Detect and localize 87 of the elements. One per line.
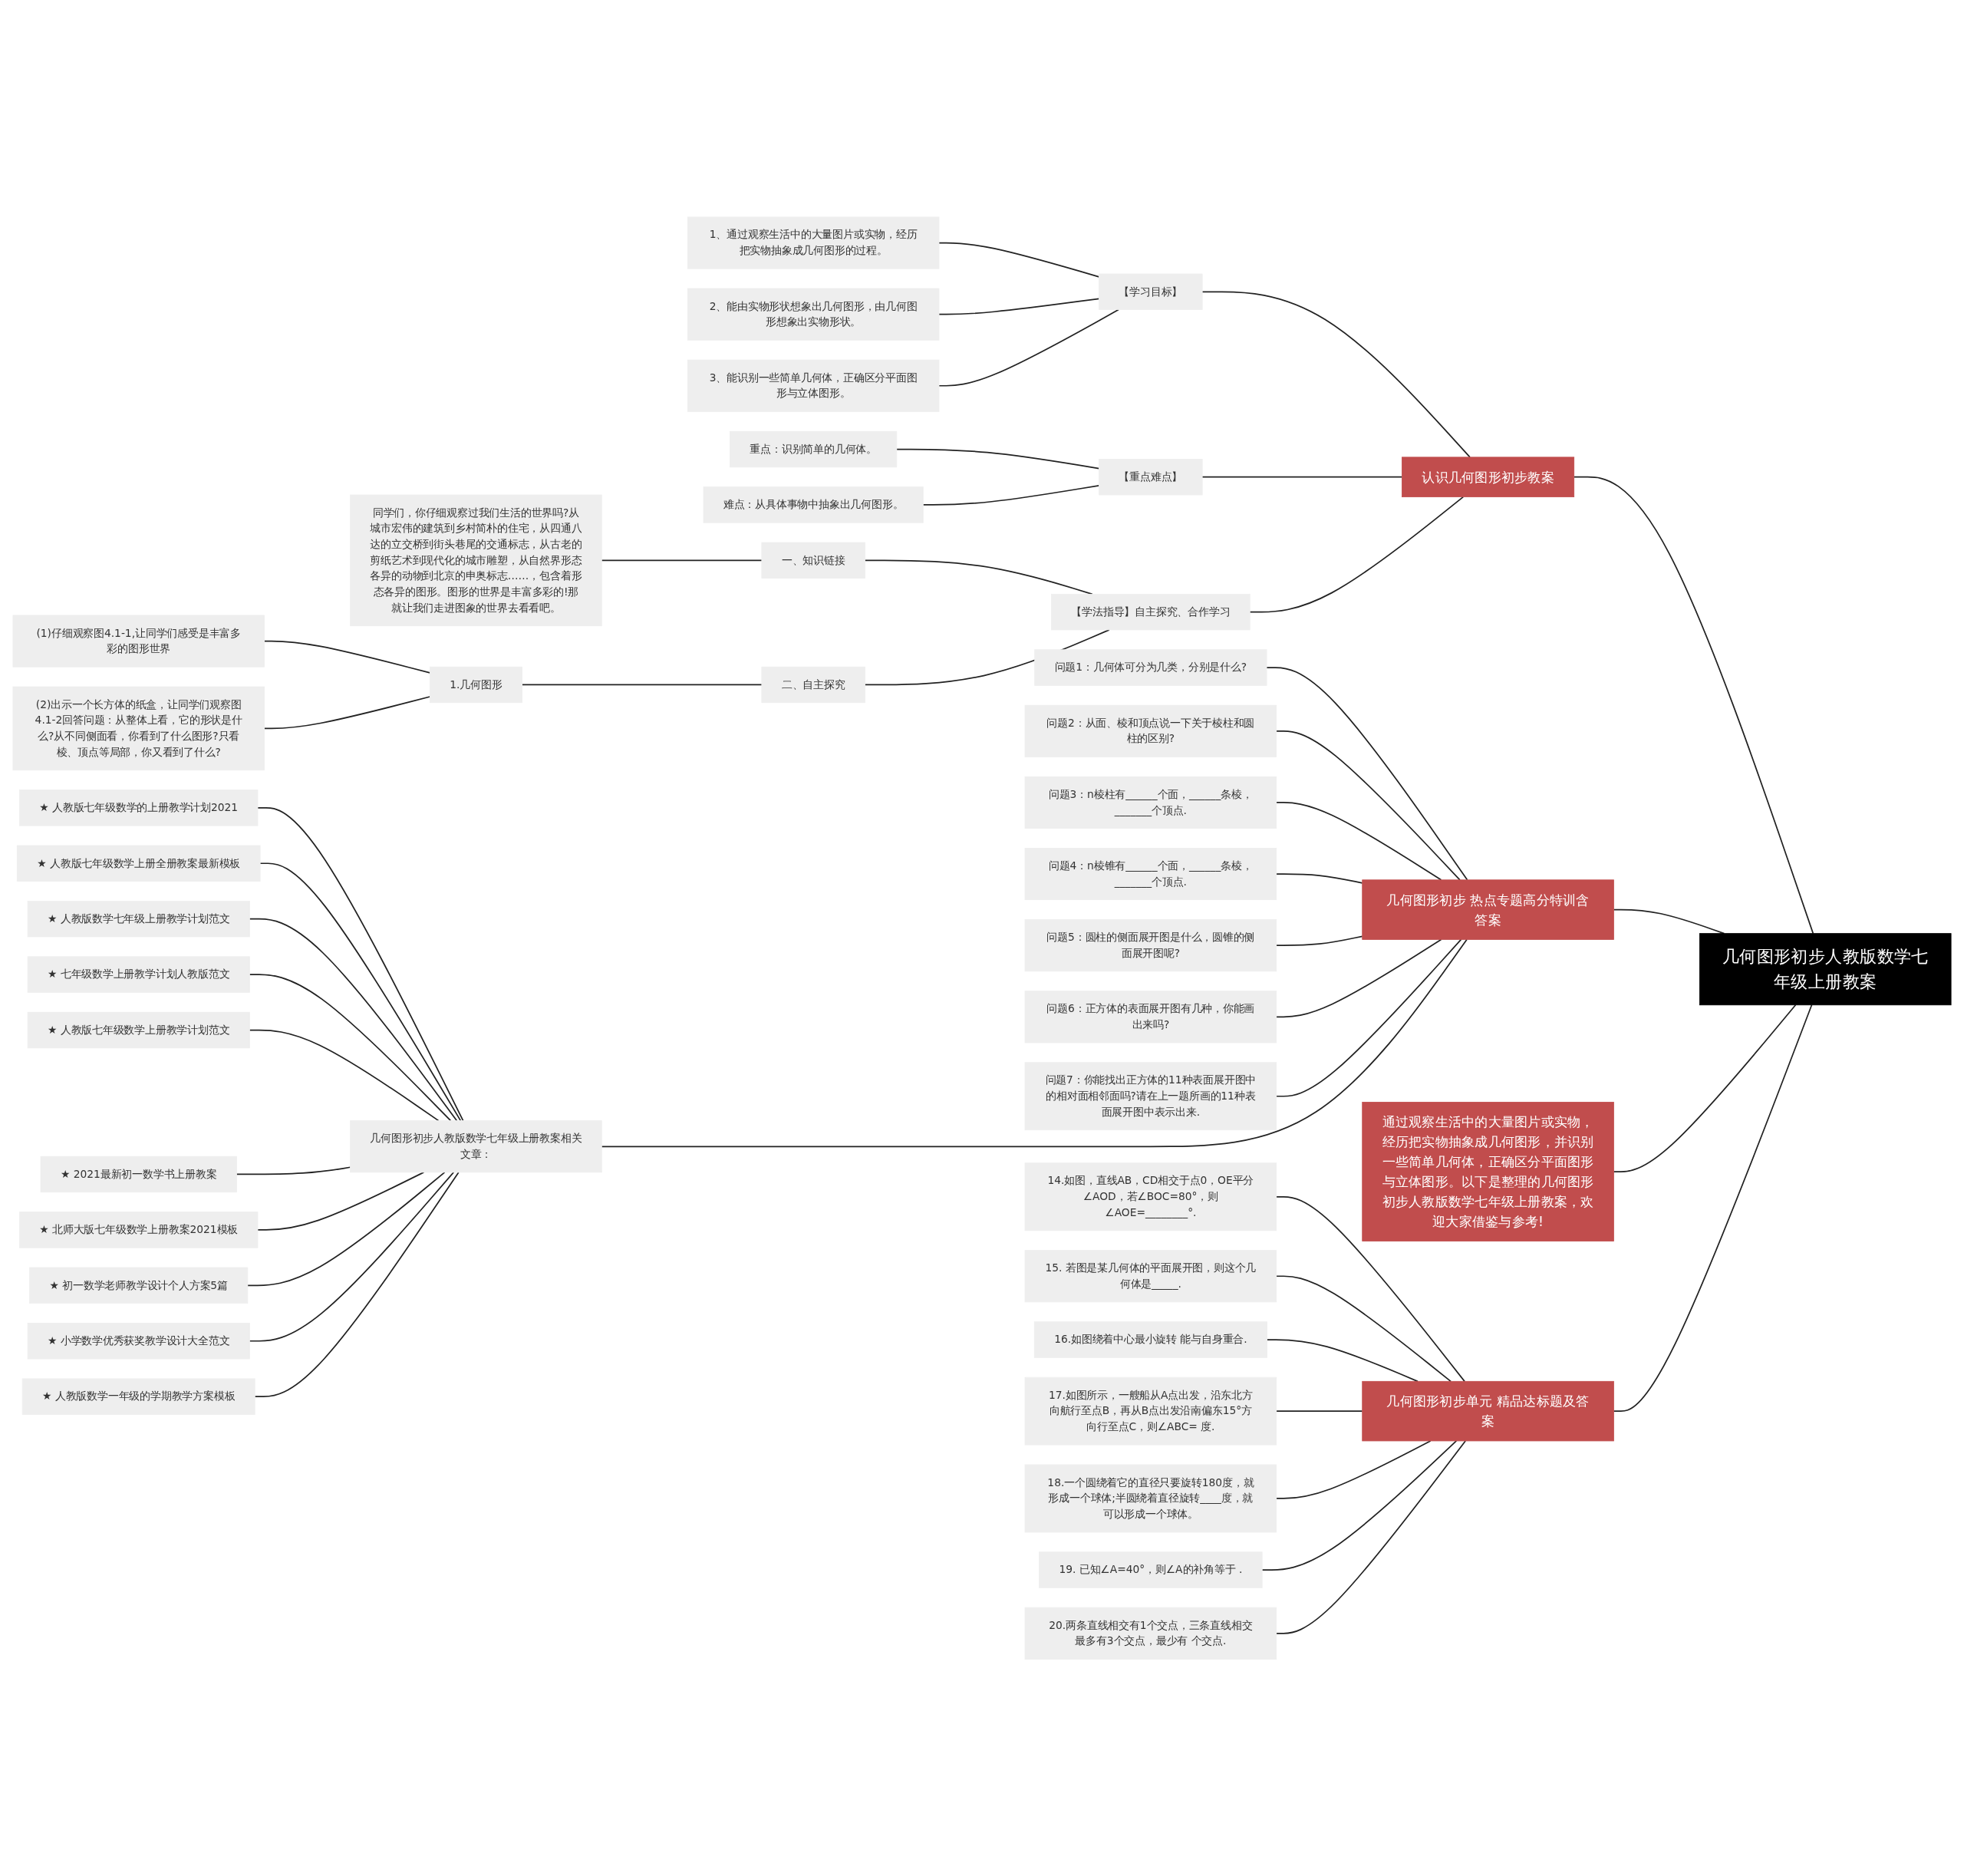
connector bbox=[895, 448, 1100, 470]
connector bbox=[263, 640, 431, 674]
node-box: ★ 七年级数学上册教学计划人教版范文 bbox=[27, 956, 250, 993]
connector bbox=[1261, 1439, 1458, 1571]
node-box: 同学们，你仔细观察过我们生活的世界吗?从城市宏伟的建筑到乡村简朴的住宅，从四通八达的立交桥到街头巷尾的交通标志，从古老的剪纸艺术到现代化的城市雕塑，从自然界形态各异的动物到北京的申奥标志……，包含着形态各异的图形。图形的世界是丰富多彩的!那就让我们走进图象的世界去看看吧。 bbox=[350, 494, 602, 626]
connector bbox=[1201, 291, 1471, 458]
node-box: ★ 北师大版七年级数学上册教案2021模板 bbox=[19, 1212, 259, 1248]
connector bbox=[254, 1171, 460, 1397]
node-box: (2)出示一个长方体的纸盒，让同学们观察图4.1-2回答问题：从整体上看，它的形状是什么?从不同侧面看，你看到了什么图形?只看棱、顶点等局部，你又看到了什么? bbox=[12, 686, 265, 770]
connector bbox=[1201, 476, 1403, 478]
node-box: 认识几何图形初步教案 bbox=[1402, 457, 1575, 497]
node-box: 【重点难点】 bbox=[1099, 458, 1203, 496]
node-box: 重点：识别简单的几何体。 bbox=[730, 430, 898, 468]
connector bbox=[1613, 1004, 1797, 1172]
node-box: 一、知识链接 bbox=[761, 542, 865, 579]
connector bbox=[1275, 1439, 1466, 1634]
node-box: ★ 人教版七年级数学上册教学计划范文 bbox=[27, 1011, 250, 1049]
connector bbox=[922, 484, 1100, 506]
connector bbox=[1275, 1195, 1465, 1382]
connector bbox=[521, 684, 763, 686]
connector bbox=[259, 862, 462, 1122]
node-box: 17.如图所示，一艘船从A点出发，沿东北方向航行至点B，再从B点出发沿南偏东15°方向行至点C，则∠ABC= 度. bbox=[1024, 1377, 1277, 1446]
connector bbox=[601, 938, 1468, 1147]
connector bbox=[1613, 1004, 1813, 1412]
connector bbox=[1613, 908, 1725, 935]
connector bbox=[1275, 938, 1442, 1017]
node-box: ★ 初一数学老师教学设计个人方案5篇 bbox=[29, 1267, 249, 1304]
node-box: 【学法指导】自主探究、合作学习 bbox=[1051, 593, 1251, 631]
node-box: 问题5：圆柱的侧面展开图是什么，圆锥的侧面展开图呢? bbox=[1024, 918, 1277, 972]
node-box: 问题7：你能找出正方体的11种表面展开图中的相对面相邻面吗?请在上一题所画的11种表面展开图中表示出来. bbox=[1024, 1062, 1277, 1130]
node-box: 通过观察生活中的大量图片或实物，经历把实物抽象成几何图形，并识别一些简单几何体，正确区分平面图形与立体图形。以下是整理的几何图形初步人教版数学七年级上册教案，欢迎大家借鉴与参考! bbox=[1362, 1101, 1614, 1241]
node-box: 二、自主探究 bbox=[761, 666, 865, 703]
node-box: 几何图形初步人教版数学七年级上册教案相关文章： bbox=[350, 1120, 602, 1173]
node-box: 19. 已知∠A=40°，则∠A的补角等于 . bbox=[1039, 1551, 1263, 1588]
connector bbox=[1275, 730, 1461, 881]
node-box: ★ 2021最新初一数学书上册教案 bbox=[40, 1156, 237, 1192]
connector bbox=[249, 918, 458, 1122]
connector bbox=[938, 242, 1100, 278]
node-box: 1、通过观察生活中的大量图片或实物，经历把实物抽象成几何图形的过程。 bbox=[687, 216, 940, 269]
node-box: 几何图形初步单元 精品达标题及答案 bbox=[1362, 1380, 1614, 1442]
connector bbox=[1266, 667, 1468, 881]
connector bbox=[249, 1171, 455, 1342]
connector bbox=[1275, 938, 1462, 1097]
node-box: 【学习目标】 bbox=[1099, 273, 1203, 310]
connector bbox=[249, 974, 452, 1122]
node-box: 几何图形初步人教版数学七年级上册教案 bbox=[1699, 933, 1952, 1005]
connector bbox=[257, 806, 464, 1122]
node-box: 问题6：正方体的表面展开图有几种，你能画出来吗? bbox=[1024, 991, 1277, 1044]
connector bbox=[1573, 476, 1814, 935]
node-box: ★ 小学数学优秀获奖教学设计大全范文 bbox=[27, 1322, 250, 1360]
node-box: 18.一个圆绕着它的直径只要旋转180度，就形成一个球体;半圆绕着直径旋转____度，就可以形成一个球体。 bbox=[1024, 1464, 1277, 1533]
connector bbox=[249, 1029, 440, 1122]
connector bbox=[1275, 1275, 1452, 1382]
node-box: 问题2：从面、棱和顶点说一下关于棱柱和圆柱的区别? bbox=[1024, 704, 1277, 757]
connector bbox=[1275, 935, 1363, 946]
node-box: 2、能由实物形状想象出几何图形，由几何图形想象出实物形状。 bbox=[687, 288, 940, 341]
connector bbox=[1275, 801, 1442, 881]
connector bbox=[938, 298, 1100, 315]
connector bbox=[1249, 496, 1465, 613]
connector bbox=[236, 1166, 351, 1175]
connector bbox=[864, 628, 1110, 686]
connector bbox=[1266, 1339, 1419, 1382]
node-box: 1.几何图形 bbox=[429, 666, 522, 703]
node-box: 20.两条直线相交有1个交点，三条直线相交最多有3个交点，最少有 个交点. bbox=[1024, 1607, 1277, 1660]
connector bbox=[263, 695, 431, 730]
node-box: 问题4：n棱锥有______个面，______条棱，_______个顶点. bbox=[1024, 847, 1277, 900]
connector bbox=[938, 308, 1119, 387]
node-box: ★ 人教版七年级数学上册全册教案最新模板 bbox=[16, 845, 261, 882]
node-box: (1)仔细观察图4.1-1,让同学们感受是丰富多彩的图形世界 bbox=[12, 615, 265, 668]
connector bbox=[864, 559, 1093, 595]
connector bbox=[601, 559, 763, 562]
connector bbox=[1275, 1439, 1432, 1499]
connector bbox=[1275, 873, 1363, 884]
node-box: 16.如图绕着中心最小旋转 能与自身重合. bbox=[1033, 1321, 1267, 1358]
node-box: ★ 人教版七年级数学的上册教学计划2021 bbox=[19, 789, 259, 826]
connector bbox=[1275, 1410, 1363, 1412]
node-box: ★ 人教版数学一年级的学期教学方案模板 bbox=[21, 1378, 255, 1415]
node-box: 难点：从具体事物中抽象出几何图形。 bbox=[703, 486, 924, 523]
node-box: ★ 人教版数学七年级上册教学计划范文 bbox=[27, 900, 250, 938]
connector bbox=[257, 1171, 425, 1231]
node-box: 14.如图，直线AB，CD相交于点0，OE平分∠AOD，若∠BOC=80°，则∠AOE=________°. bbox=[1024, 1162, 1277, 1231]
node-box: 问题3：n棱柱有______个面，______条棱，_______个顶点. bbox=[1024, 776, 1277, 829]
node-box: 3、能识别一些简单几何体，正确区分平面图形与立体图形。 bbox=[687, 359, 940, 412]
node-box: 问题1：几何体可分为几类，分别是什么? bbox=[1034, 649, 1267, 686]
node-box: 几何图形初步 热点专题高分特训含答案 bbox=[1362, 879, 1614, 940]
connector bbox=[246, 1171, 446, 1286]
node-box: 15. 若图是某几何体的平面展开图，则这个几何体是_____. bbox=[1024, 1250, 1277, 1303]
